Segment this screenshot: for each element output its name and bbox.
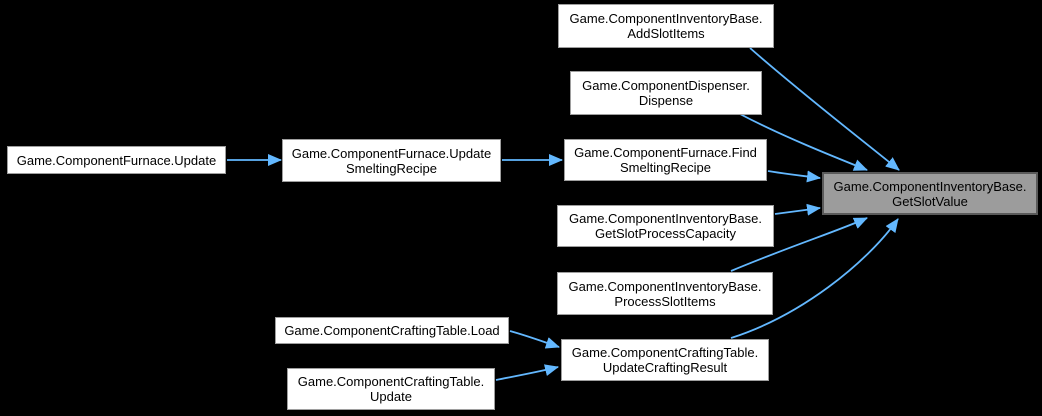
edge-dispense-to-get-slot-value: [739, 113, 868, 171]
edge-add-slot-items-to-get-slot-value: [749, 47, 900, 171]
node-crafting-table-update-crafting-result-label: Game.ComponentCraftingTable. UpdateCraft…: [571, 345, 759, 375]
node-inventory-get-slot-process-capacity[interactable]: Game.ComponentInventoryBase. GetSlotProc…: [557, 205, 774, 247]
node-inventory-get-slot-process-capacity-label: Game.ComponentInventoryBase. GetSlotProc…: [569, 211, 762, 241]
node-inventory-add-slot-items[interactable]: Game.ComponentInventoryBase. AddSlotItem…: [558, 4, 774, 48]
node-crafting-table-load[interactable]: Game.ComponentCraftingTable.Load: [275, 317, 509, 344]
node-inventory-get-slot-value-label: Game.ComponentInventoryBase. GetSlotValu…: [833, 178, 1027, 209]
node-furnace-update[interactable]: Game.ComponentFurnace.Update: [7, 146, 226, 174]
node-inventory-get-slot-value: Game.ComponentInventoryBase. GetSlotValu…: [822, 172, 1038, 215]
edge-get-slot-process-capacity-to-get-slot-value: [774, 203, 821, 216]
node-dispenser-dispense-label: Game.ComponentDispenser. Dispense: [582, 78, 750, 108]
edge-crafting-load-to-update-crafting-result: [509, 330, 560, 349]
node-inventory-process-slot-items[interactable]: Game.ComponentInventoryBase. ProcessSlot…: [557, 272, 773, 315]
node-inventory-add-slot-items-label: Game.ComponentInventoryBase. AddSlotItem…: [569, 11, 763, 41]
edge-update-crafting-result-to-get-slot-value: [730, 218, 899, 339]
node-furnace-update-smelting-recipe-label: Game.ComponentFurnace.Update SmeltingRec…: [291, 145, 492, 176]
node-furnace-update-smelting-recipe[interactable]: Game.ComponentFurnace.Update SmeltingRec…: [282, 139, 501, 182]
node-crafting-table-update-label: Game.ComponentCraftingTable. Update: [297, 374, 485, 404]
node-crafting-table-update[interactable]: Game.ComponentCraftingTable. Update: [287, 368, 495, 410]
edge-crafting-update-to-update-crafting-result: [495, 364, 559, 381]
edge-process-slot-items-to-get-slot-value: [730, 217, 868, 272]
node-inventory-process-slot-items-label: Game.ComponentInventoryBase. ProcessSlot…: [568, 278, 762, 309]
node-dispenser-dispense[interactable]: Game.ComponentDispenser. Dispense: [570, 71, 762, 115]
node-furnace-find-smelting-recipe-label: Game.ComponentFurnace.Find SmeltingRecip…: [574, 145, 757, 175]
edge-find-smelting-recipe-to-get-slot-value: [767, 170, 821, 183]
node-furnace-find-smelting-recipe[interactable]: Game.ComponentFurnace.Find SmeltingRecip…: [564, 139, 767, 181]
node-crafting-table-load-label: Game.ComponentCraftingTable.Load: [284, 323, 500, 338]
node-furnace-update-label: Game.ComponentFurnace.Update: [16, 152, 217, 168]
node-crafting-table-update-crafting-result[interactable]: Game.ComponentCraftingTable. UpdateCraft…: [561, 339, 769, 381]
